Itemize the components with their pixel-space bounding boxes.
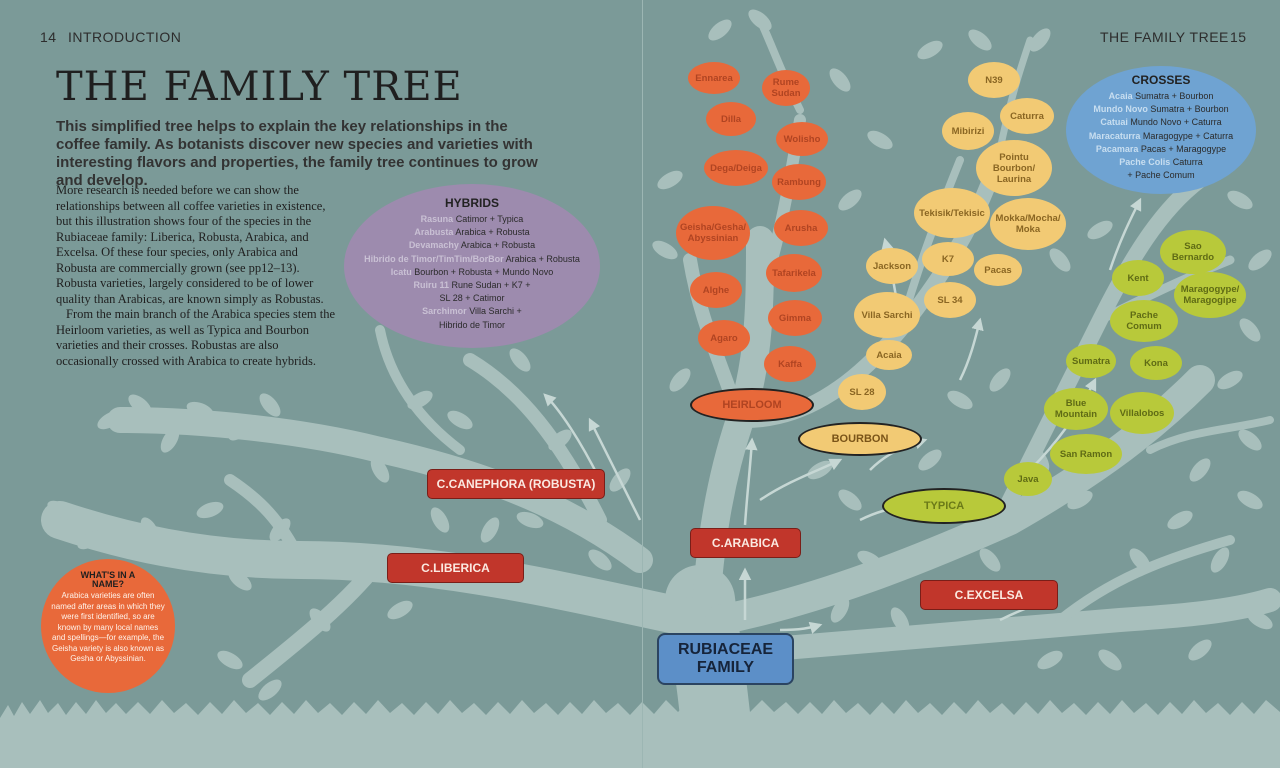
species-canephora: C.CANEPHORA (ROBUSTA)	[427, 469, 605, 499]
hybrid-row: Ruiru 11 Rune Sudan + K7 +	[413, 280, 531, 291]
variety-mibirizi: Mibirizi	[942, 112, 994, 150]
variety-mokka: Mokka/Mocha/ Moka	[990, 198, 1066, 250]
variety-dilla: Dilla	[706, 102, 756, 136]
variety-kent: Kent	[1112, 260, 1164, 296]
cross-row: Pacamara Pacas + Maragogype	[1095, 143, 1227, 154]
variety-acaia: Acaia	[866, 340, 912, 370]
cross-row: + Pache Comum	[1127, 170, 1195, 181]
variety-sl34: SL 34	[924, 282, 976, 318]
tree-leaves	[47, 9, 1273, 701]
variety-java: Java	[1004, 462, 1052, 496]
crosses-panel: CROSSES Acaia Sumatra + Bourbon Mundo No…	[1066, 66, 1256, 194]
variety-kona: Kona	[1130, 346, 1182, 380]
cross-row: Mundo Novo Sumatra + Bourbon	[1093, 104, 1229, 115]
variety-caturra: Caturra	[1000, 98, 1054, 134]
page-gutter	[642, 0, 643, 768]
cross-row: Acaia Sumatra + Bourbon	[1108, 91, 1214, 101]
variety-villa-sarchi: Villa Sarchi	[854, 292, 920, 338]
variety-sumatra: Sumatra	[1066, 344, 1116, 378]
variety-rambung: Rambung	[772, 164, 826, 200]
bourbon-tag: BOURBON	[798, 422, 922, 456]
variety-k7: K7	[922, 242, 974, 276]
variety-agaro: Agaro	[698, 320, 750, 356]
variety-rume-sudan: Rume Sudan	[762, 70, 810, 106]
cross-row: Catuai Mundo Novo + Caturra	[1100, 117, 1222, 128]
variety-alghe: Alghe	[690, 272, 742, 308]
species-liberica: C.LIBERICA	[387, 553, 524, 583]
hybrid-row: SL 28 + Catimor	[439, 293, 505, 304]
variety-maragogype: Maragogype/ Maragogipe	[1174, 272, 1246, 318]
variety-gimma: Gimma	[768, 300, 822, 336]
hybrid-row: Hibrido de Timor	[438, 319, 506, 330]
hybrid-row: Sarchimor Villa Sarchi +	[422, 306, 522, 317]
variety-tafarikela: Tafarikela	[766, 254, 822, 292]
hybrids-panel: HYBRIDS Rasuna Catimor + Typica Arabusta…	[344, 184, 600, 348]
variety-blue-mountain: Blue Mountain	[1044, 388, 1108, 430]
variety-wolisho: Wolisho	[776, 122, 828, 156]
variety-pointu-bourbon: Pointu Bourbon/ Laurina	[976, 140, 1052, 196]
variety-pache-comum: Pache Comum	[1110, 300, 1178, 342]
variety-villalobos: Villalobos	[1110, 392, 1174, 434]
variety-sl28: SL 28	[838, 374, 886, 410]
hybrid-row: Hibrido de Timor/TimTim/BorBor Arabica +…	[364, 253, 580, 264]
family-label-line2: FAMILY	[696, 659, 755, 676]
cross-row: Pache Colis Caturra	[1119, 157, 1203, 168]
typica-tag: TYPICA	[882, 488, 1006, 524]
callout-text: Arabica varieties are often named after …	[51, 591, 165, 663]
intro-paragraph: This simplified tree helps to explain th…	[56, 118, 538, 189]
variety-pacas: Pacas	[974, 254, 1022, 286]
cross-row: Maracaturra Maragogype + Caturra	[1088, 130, 1234, 141]
hybrid-row: Rasuna Catimor + Typica	[420, 214, 524, 224]
species-excelsa: C.EXCELSA	[920, 580, 1058, 610]
variety-geisha: Geisha/Gesha/ Abyssinian	[676, 206, 750, 260]
species-arabica: C.ARABICA	[690, 528, 801, 558]
hybrid-row: Devamachy Arabica + Robusta	[408, 240, 536, 251]
variety-sao-bernardo: Sao Bernardo	[1160, 230, 1226, 274]
right-page-number: 15	[1230, 29, 1247, 45]
variety-tekisik: Tekisik/Tekisic	[914, 188, 990, 238]
crosses-title: CROSSES	[1131, 73, 1191, 87]
body-paragraph: From the main branch of the Arabica spec…	[56, 307, 336, 368]
variety-jackson: Jackson	[866, 248, 918, 284]
hybrids-title: HYBRIDS	[444, 196, 499, 210]
heirloom-tag: HEIRLOOM	[690, 388, 814, 422]
family-label-line1: RUBIACEAE	[677, 641, 774, 658]
rubiaceae-family-label: RUBIACEAE FAMILY	[657, 633, 794, 685]
whats-in-a-name-callout: WHAT'S IN A NAME? Arabica varieties are …	[41, 559, 175, 693]
variety-kaffa: Kaffa	[764, 346, 816, 382]
page-title: THE FAMILY TREE	[56, 64, 463, 110]
body-paragraph: More research is needed before we can sh…	[56, 183, 326, 306]
variety-n39: N39	[968, 62, 1020, 98]
hybrid-row: Icatu Bourbon + Robusta + Mundo Novo	[390, 266, 554, 277]
hybrid-row: Arabusta Arabica + Robusta	[414, 227, 530, 238]
variety-san-ramon: San Ramon	[1050, 434, 1122, 474]
body-text: More research is needed before we can sh…	[56, 183, 336, 369]
left-section-title: INTRODUCTION	[68, 29, 182, 45]
variety-arusha: Arusha	[774, 210, 828, 246]
callout-title: WHAT'S IN A NAME?	[80, 570, 136, 589]
left-page-number: 14	[40, 29, 57, 45]
right-section-title: THE FAMILY TREE	[1100, 29, 1229, 45]
variety-dega-deiga: Dega/Deiga	[704, 150, 768, 186]
grass	[0, 700, 1280, 768]
variety-ennarea: Ennarea	[688, 62, 740, 94]
